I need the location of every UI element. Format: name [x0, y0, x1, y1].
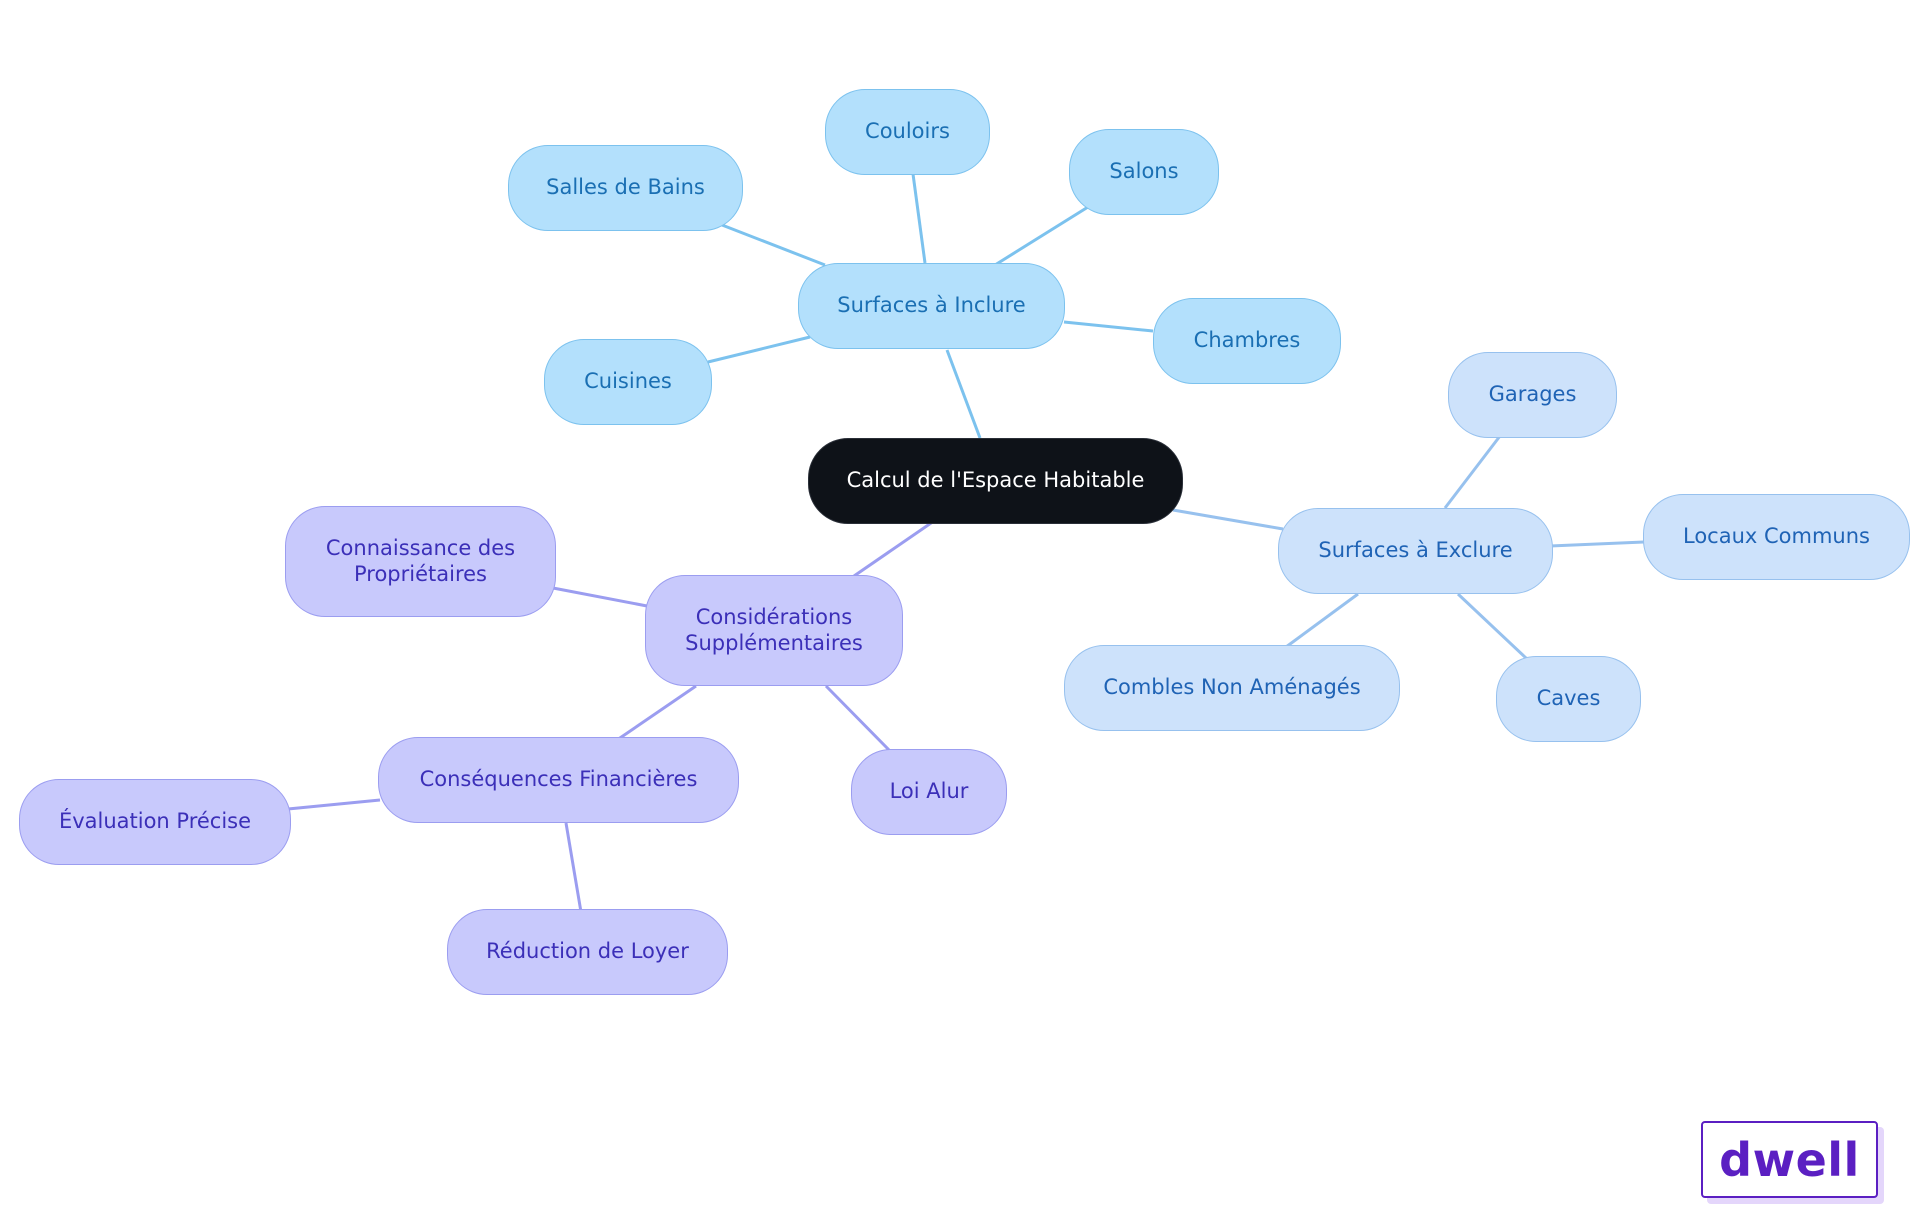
- edge-exclude-combles: [1285, 592, 1359, 649]
- leaf-locaux-communs: Locaux Communs: [1643, 494, 1910, 580]
- edge-root-extra: [853, 519, 935, 578]
- edge-include-salles: [721, 223, 826, 267]
- edge-extra-financieres: [616, 684, 697, 742]
- leaf-cuisines: Cuisines: [544, 339, 712, 425]
- edge-exclude-locaux: [1549, 540, 1645, 548]
- edge-financieres-reduction: [564, 822, 583, 913]
- leaf-couloirs: Couloirs: [825, 89, 990, 175]
- subbranch-consequences-financieres: Conséquences Financières: [378, 737, 739, 823]
- edge-include-chambres: [1063, 320, 1154, 333]
- edge-extra-loialur: [824, 684, 892, 753]
- leaf-evaluation-precise: Évaluation Précise: [19, 779, 291, 865]
- leaf-loi-alur: Loi Alur: [851, 749, 1007, 835]
- leaf-connaissance-des-proprietaires: Connaissance des Propriétaires: [285, 506, 556, 617]
- branch-include-node: Surfaces à Inclure: [798, 263, 1065, 349]
- edge-root-exclude: [1172, 508, 1284, 531]
- leaf-garages: Garages: [1448, 352, 1617, 438]
- edge-include-cuisines: [707, 335, 811, 364]
- edge-root-include: [945, 349, 982, 439]
- leaf-salons: Salons: [1069, 129, 1219, 215]
- branch-exclude-node: Surfaces à Exclure: [1278, 508, 1553, 594]
- dwell-logo: dwell: [1701, 1121, 1878, 1198]
- leaf-salles-de-bains: Salles de Bains: [508, 145, 743, 231]
- edge-exclude-caves: [1456, 592, 1529, 661]
- edge-exclude-garages: [1443, 435, 1502, 509]
- branch-extra-node: Considérations Supplémentaires: [645, 575, 903, 686]
- edge-financieres-evaluation: [287, 798, 381, 811]
- edge-extra-connaissance: [552, 586, 648, 608]
- edge-include-salons: [994, 205, 1089, 267]
- edge-include-couloirs: [911, 173, 927, 264]
- leaf-chambres: Chambres: [1153, 298, 1341, 384]
- leaf-caves: Caves: [1496, 656, 1641, 742]
- leaf-combles-non-amenages: Combles Non Aménagés: [1064, 645, 1400, 731]
- root-node: Calcul de l'Espace Habitable: [808, 438, 1183, 524]
- leaf-reduction-de-loyer: Réduction de Loyer: [447, 909, 728, 995]
- connector-lines: [287, 173, 1645, 913]
